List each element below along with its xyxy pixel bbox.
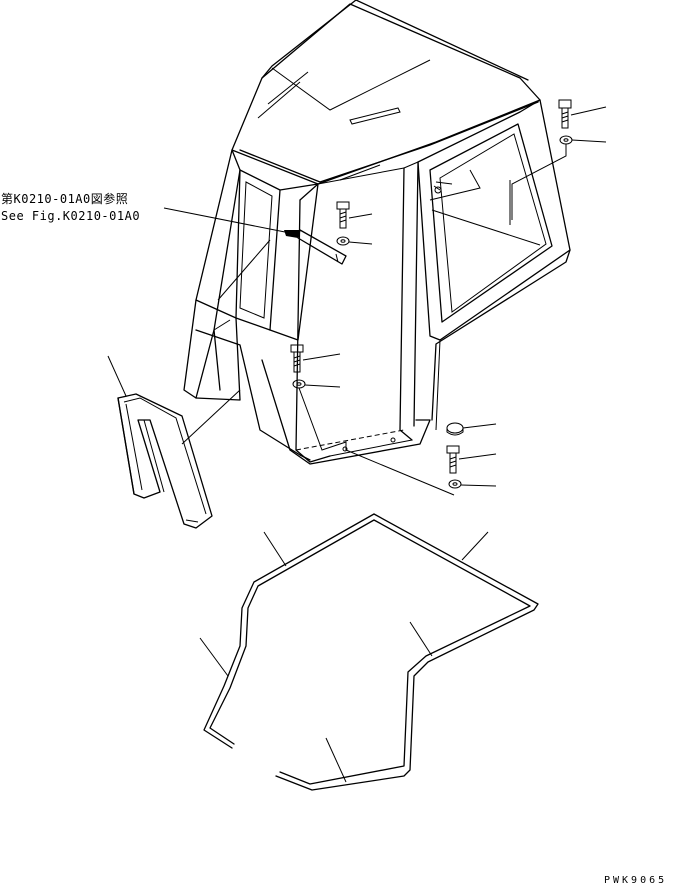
- u-seal-part: [107, 355, 241, 529]
- cap-icon: [446, 422, 497, 436]
- bolt-icon-middle: [336, 201, 373, 229]
- washer-icon-lower: [292, 379, 455, 496]
- washer-icon-middle: [336, 236, 373, 246]
- reference-note-jp: 第K0210-01A0図参照: [1, 192, 129, 206]
- cab-body: [183, 0, 571, 465]
- bolt-icon-lower: [290, 344, 341, 373]
- edge-seal-part: [199, 513, 539, 791]
- washer-icon-top-right: [511, 135, 607, 220]
- bolt-icon-top-right: [558, 99, 607, 129]
- drawing-code: PWK9065: [604, 875, 668, 886]
- reference-leader-line: [163, 207, 291, 234]
- reference-note-en: See Fig.K0210-01A0: [1, 209, 141, 223]
- bolt-icon-right-lower: [446, 445, 497, 474]
- washer-icon-right-lower: [448, 479, 497, 489]
- bracket-part: [284, 229, 347, 265]
